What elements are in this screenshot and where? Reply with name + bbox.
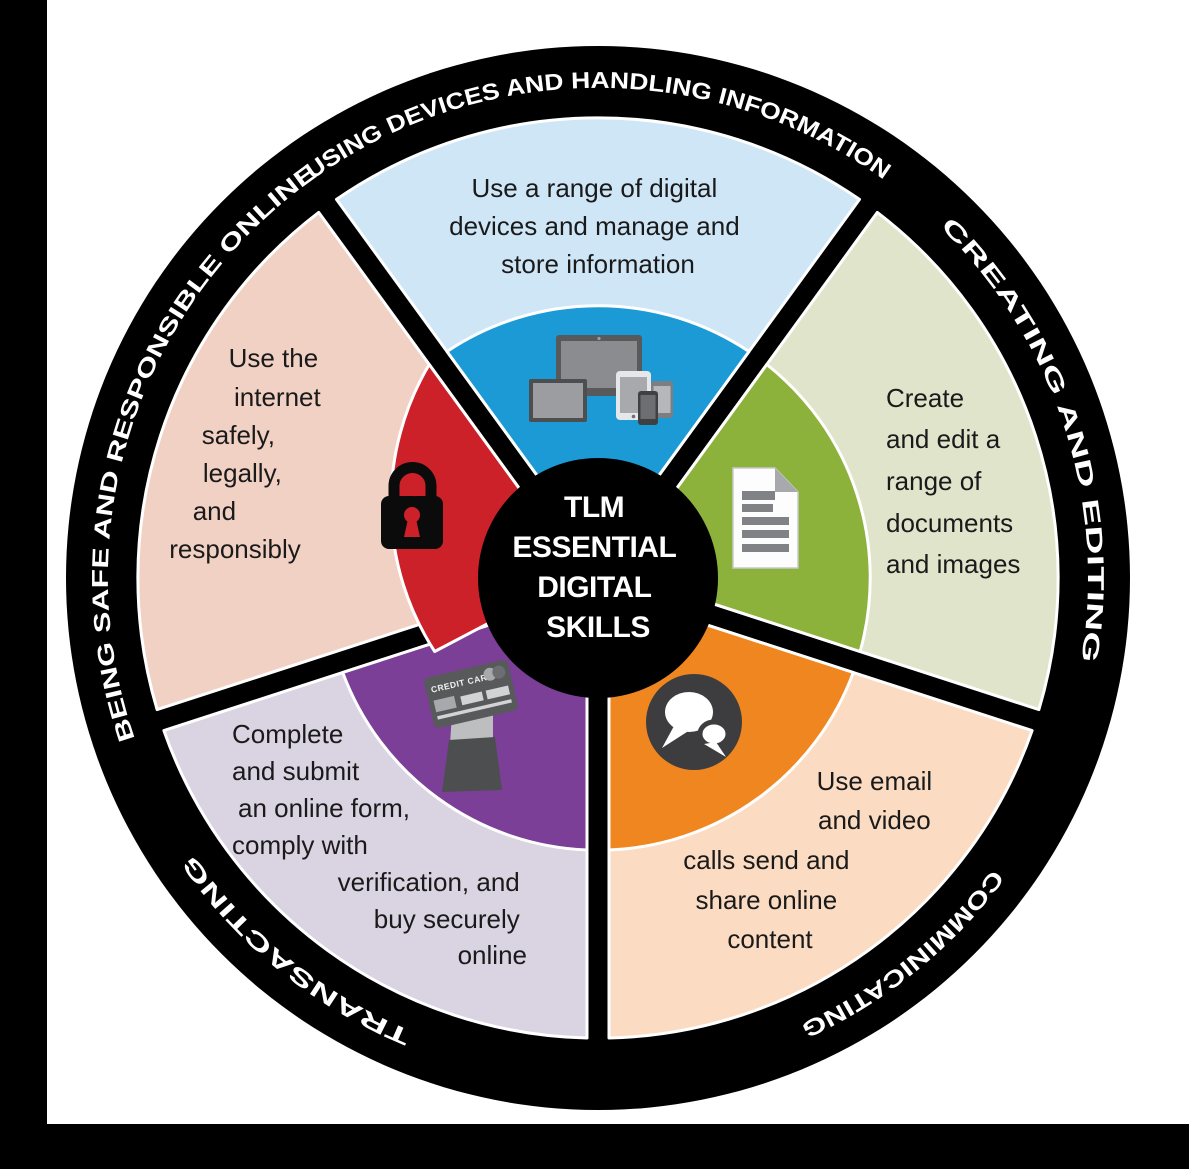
document-line xyxy=(742,544,789,552)
padlock-keyhole-slot xyxy=(404,519,420,537)
card-chip xyxy=(433,695,457,713)
segment-using-devices-inner xyxy=(445,304,751,573)
document-line xyxy=(742,504,773,512)
devices-icon xyxy=(529,335,673,425)
bottom-frame-bar xyxy=(0,1124,1189,1169)
credit-card-icon: CREDIT CARD xyxy=(424,659,518,792)
chat-bubble-large xyxy=(665,692,713,732)
document-line xyxy=(742,530,789,538)
card-stripe xyxy=(485,685,511,700)
description-transacting: Complete and submit an online form, comp… xyxy=(232,719,527,970)
center-line: TLM xyxy=(564,491,624,524)
chat-bubble-large-tail xyxy=(662,726,690,748)
monitor-camera-dot xyxy=(597,336,601,341)
center-line: ESSENTIAL xyxy=(512,531,676,564)
document-line xyxy=(742,491,775,500)
left-frame-bar xyxy=(0,0,47,1169)
card-logo-right xyxy=(492,665,506,679)
description-communicating: Use email and video calls send and share… xyxy=(683,766,939,954)
padlock-icon xyxy=(381,462,443,549)
card-stripe-long xyxy=(437,699,512,720)
padlock-shackle xyxy=(388,462,437,500)
tv-screen xyxy=(533,383,583,418)
chat-bubble-small-tail xyxy=(704,742,726,757)
document-fold-corner xyxy=(775,468,798,492)
sleeve xyxy=(442,737,502,792)
center-circle xyxy=(478,458,718,698)
center-title: TLM ESSENTIAL DIGITAL SKILLS xyxy=(512,491,683,644)
center-line: DIGITAL xyxy=(537,571,651,604)
document-line xyxy=(742,517,789,525)
center-line: SKILLS xyxy=(546,611,650,644)
description-being-safe: Use the internet safely, legally, and re… xyxy=(169,343,328,564)
description-creating-editing: Create and edit a range of documents and… xyxy=(886,383,1020,579)
description-using-devices: Use a range of digital devices and manag… xyxy=(449,173,747,279)
chat-bubbles-icon xyxy=(646,674,742,770)
document-icon xyxy=(732,467,799,569)
phone-screen xyxy=(640,395,656,419)
card-stripe xyxy=(460,691,484,706)
tablet-home-button xyxy=(631,414,636,419)
